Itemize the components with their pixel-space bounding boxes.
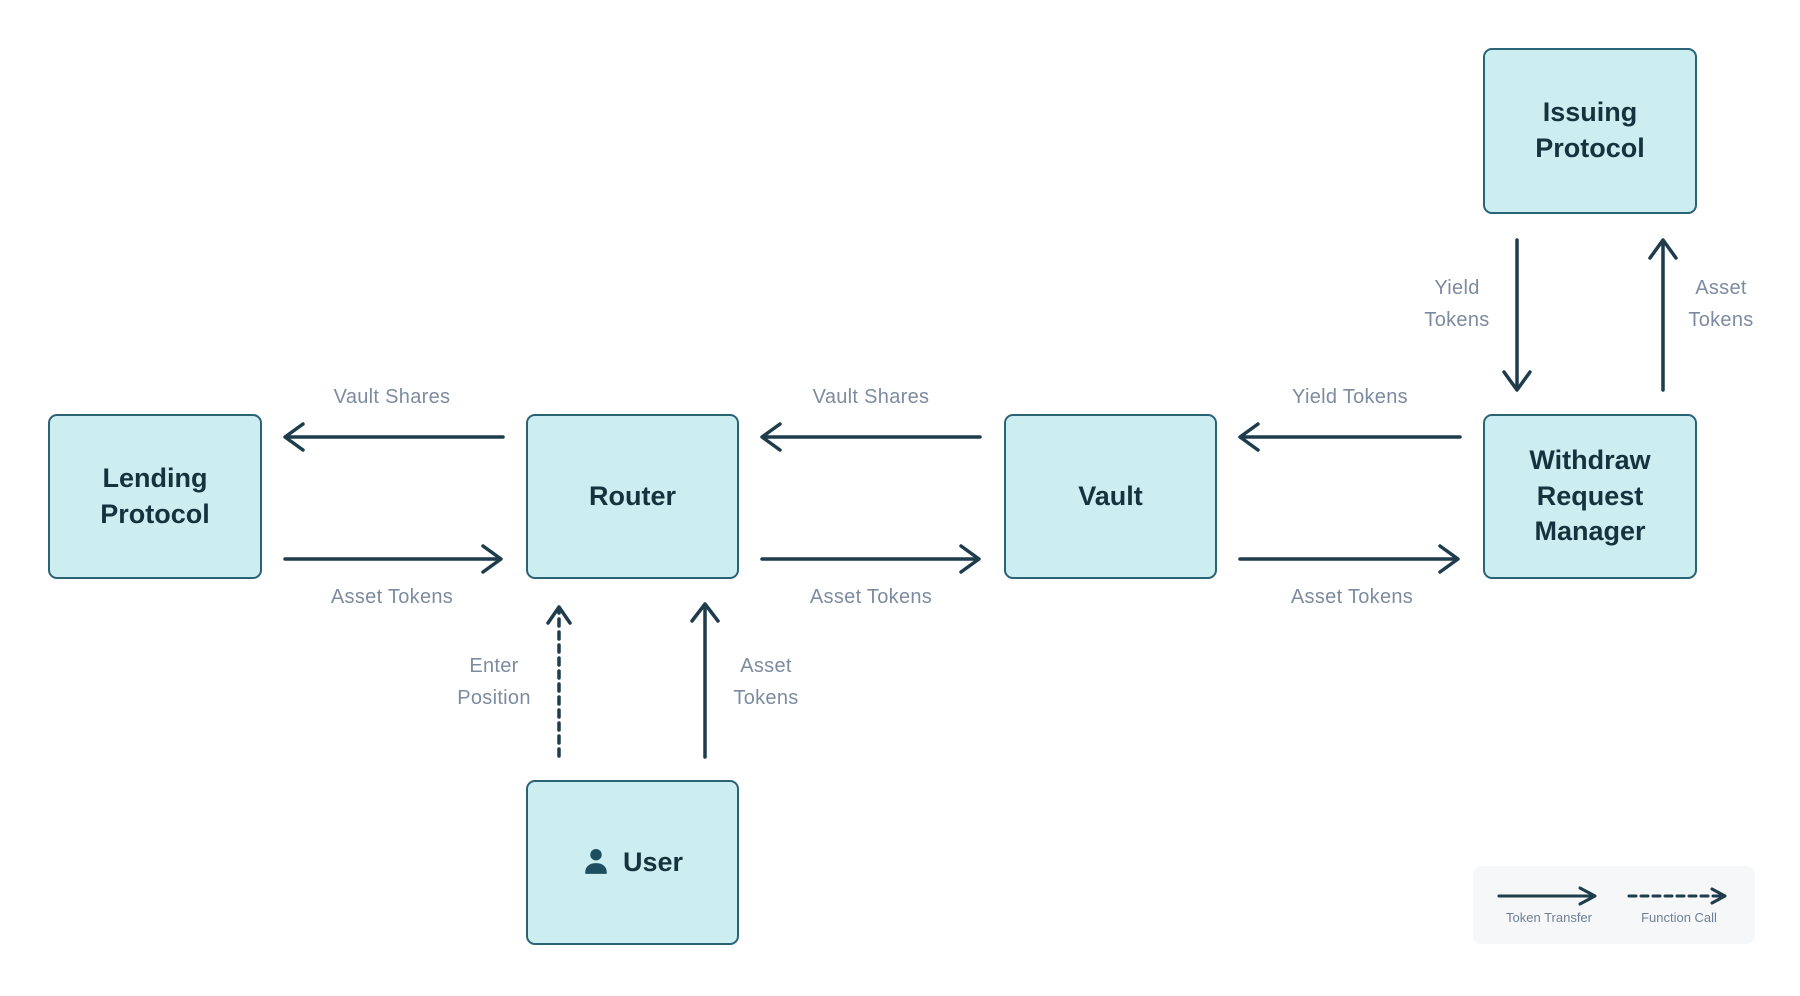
legend-item-token-transfer: Token Transfer bbox=[1496, 885, 1602, 925]
legend-item-function-call: Function Call bbox=[1626, 885, 1732, 925]
node-issuing-protocol: Issuing Protocol bbox=[1483, 48, 1697, 214]
token-transfer-arrow-icon bbox=[1497, 886, 1597, 906]
legend-label-token-transfer: Token Transfer bbox=[1506, 910, 1592, 925]
arrow-vault-to-router bbox=[760, 422, 982, 452]
function-call-arrow-icon bbox=[1627, 887, 1727, 905]
node-label: Vault bbox=[1078, 480, 1143, 511]
node-lending-protocol: Lending Protocol bbox=[48, 414, 262, 579]
edge-label-yield-tokens-vertical: Yield Tokens bbox=[1424, 277, 1490, 331]
edge-label-vault-shares-left: Vault Shares bbox=[333, 386, 451, 408]
edge-label-asset-tokens-right: Asset Tokens bbox=[1290, 586, 1414, 608]
edge-label-asset-tokens-user: Asset Tokens bbox=[733, 655, 799, 709]
edge-label-vault-shares-mid: Vault Shares bbox=[812, 386, 930, 408]
arrow-lending-to-router bbox=[283, 544, 503, 574]
node-label: Issuing Protocol bbox=[1535, 97, 1645, 163]
node-label: Router bbox=[589, 480, 676, 511]
node-router: Router bbox=[526, 414, 739, 579]
node-label: Withdraw Request Manager bbox=[1529, 445, 1651, 547]
arrow-user-to-router-function-call bbox=[546, 605, 572, 758]
arrow-wrm-to-vault bbox=[1238, 422, 1462, 452]
node-label: Lending Protocol bbox=[100, 462, 210, 529]
arrow-vault-to-wrm bbox=[1238, 544, 1460, 574]
edge-label-asset-tokens-left: Asset Tokens bbox=[330, 586, 454, 608]
edge-label-asset-tokens-mid: Asset Tokens bbox=[809, 586, 933, 608]
arrow-user-to-router-token-transfer bbox=[690, 602, 720, 759]
legend-label-function-call: Function Call bbox=[1641, 910, 1717, 925]
edge-label-yield-tokens-mid: Yield Tokens bbox=[1292, 386, 1408, 408]
node-label: User bbox=[622, 846, 684, 877]
node-withdraw-request-manager: Withdraw Request Manager bbox=[1483, 414, 1697, 579]
node-user: User bbox=[526, 780, 739, 945]
edge-label-enter-position: Enter Position bbox=[457, 655, 531, 709]
arrow-issuing-to-wrm bbox=[1502, 238, 1532, 392]
node-vault: Vault bbox=[1004, 414, 1217, 579]
user-icon bbox=[582, 847, 610, 879]
edge-label-asset-tokens-vertical: Asset Tokens bbox=[1688, 277, 1754, 331]
legend: Token Transfer Function Call bbox=[1473, 866, 1755, 944]
arrow-wrm-to-issuing bbox=[1648, 238, 1678, 392]
arrow-router-to-vault bbox=[760, 544, 981, 574]
arrow-router-to-lending bbox=[283, 422, 505, 452]
